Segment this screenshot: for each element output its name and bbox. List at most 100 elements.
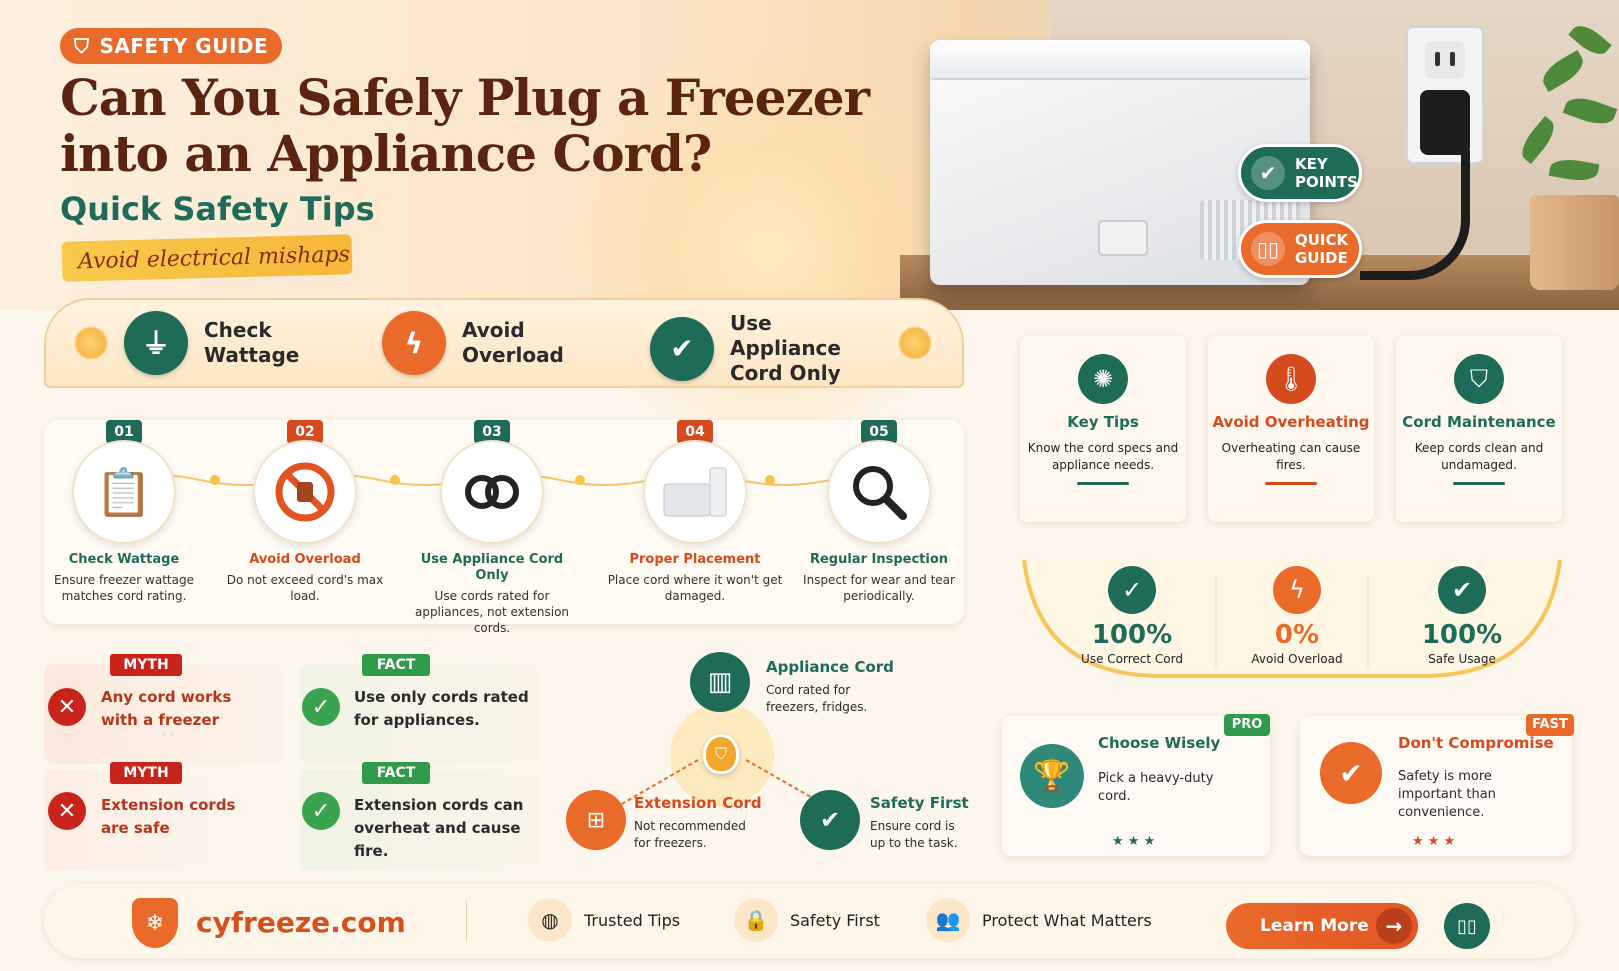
card-choose-wisely: PRO 🏆 Choose Wisely Pick a heavy-duty co… bbox=[1002, 714, 1270, 856]
shield-icon: ⛉ bbox=[703, 734, 739, 774]
page-subtitle: Quick Safety Tips bbox=[60, 190, 375, 228]
fact-card bbox=[300, 664, 540, 764]
quick-guide-button[interactable]: ▯▯ QUICK GUIDE bbox=[1238, 220, 1362, 278]
step-title: Use Appliance Cord Only bbox=[420, 552, 564, 583]
people-icon: 👥 bbox=[926, 898, 970, 942]
key-points-button[interactable]: ✔ KEY POINTS bbox=[1238, 144, 1362, 202]
appliance-cord-title: Appliance Cord bbox=[766, 658, 894, 676]
star-rating: ★ ★ ★ bbox=[1412, 834, 1456, 849]
step-number: 05 bbox=[861, 420, 897, 444]
card-title: Choose Wisely bbox=[1098, 734, 1221, 752]
step-desc: Inspect for wear and tear periodically. bbox=[803, 573, 955, 603]
book-icon[interactable]: ▯▯ bbox=[1444, 903, 1490, 949]
safety-first-title: Safety First bbox=[870, 794, 969, 812]
ribbon-item-label: Use Appliance Cord Only bbox=[730, 311, 841, 385]
arrow-right-icon: → bbox=[1376, 908, 1412, 944]
learn-more-button[interactable]: Learn More → bbox=[1226, 903, 1418, 949]
shield-check-icon: ✔ bbox=[1320, 742, 1382, 804]
step-2: 02 Avoid Overload Do not exceed cord's m… bbox=[216, 420, 394, 604]
extension-cord-title: Extension Cord bbox=[634, 794, 762, 812]
sun-icon bbox=[74, 326, 108, 360]
extension-cord-icon: ⊞ bbox=[566, 790, 626, 850]
myth-text: Extension cords are safe bbox=[101, 796, 236, 837]
refrigerator-icon: ▥ bbox=[690, 652, 750, 712]
footer-item-label: Safety First bbox=[790, 910, 880, 930]
card-dont-compromise: FAST ✔ Don't Compromise Safety is more i… bbox=[1300, 714, 1574, 856]
stat-label: Use Correct Cord bbox=[1081, 652, 1183, 666]
badge-label: SAFETY GUIDE bbox=[99, 34, 269, 58]
ribbon-item-label: Avoid Overload bbox=[462, 318, 564, 367]
step-3: 03 Use Appliance Cord Only Use cords rat… bbox=[403, 420, 581, 636]
freezer-icon bbox=[643, 440, 747, 544]
tip-desc: Keep cords clean and undamaged. bbox=[1414, 441, 1544, 472]
footer-item-trusted-tips: ◍ Trusted Tips bbox=[528, 898, 680, 942]
stat-value: 100% bbox=[1421, 620, 1503, 650]
card-desc: Safety is more important than convenienc… bbox=[1398, 769, 1496, 820]
step-desc: Place cord where it won't get damaged. bbox=[607, 573, 783, 603]
step-1: 01 📋 Check Wattage Ensure freezer wattag… bbox=[35, 420, 213, 604]
cord-icon bbox=[440, 440, 544, 544]
feature-ribbon bbox=[44, 298, 964, 388]
stat-label: Safe Usage bbox=[1428, 652, 1496, 666]
stat-value: 0% bbox=[1274, 620, 1320, 650]
footer-item-protect: 👥 Protect What Matters bbox=[926, 898, 1152, 942]
fast-tag: FAST bbox=[1526, 714, 1574, 736]
plant-pot bbox=[1530, 195, 1619, 290]
star-rating: ★ ★ ★ bbox=[1112, 834, 1156, 849]
trophy-icon: 🏆 bbox=[1020, 744, 1084, 808]
appliance-cord-desc: Cord rated for freezers, fridges. bbox=[766, 683, 868, 714]
extension-cord-desc: Not recommended for freezers. bbox=[634, 819, 746, 850]
lock-icon: 🔒 bbox=[734, 898, 778, 942]
checkmark-icon: ✓ bbox=[302, 688, 340, 726]
stat-avoid-overload: ϟ 0% Avoid Overload bbox=[1222, 566, 1372, 666]
shield-check-icon: ✔ bbox=[800, 790, 860, 850]
card-desc: Pick a heavy-duty cord. bbox=[1098, 771, 1214, 804]
magnifier-icon bbox=[827, 440, 931, 544]
key-points-label: KEY POINTS bbox=[1295, 155, 1358, 191]
fact-card bbox=[300, 770, 540, 870]
book-icon: ▯▯ bbox=[1251, 232, 1285, 266]
step-number: 03 bbox=[474, 420, 510, 444]
myth-card bbox=[44, 770, 284, 870]
fact-text: Extension cords can overheat and cause f… bbox=[354, 796, 524, 860]
safety-guide-badge: ⛉ SAFETY GUIDE bbox=[60, 28, 282, 64]
no-plug-icon bbox=[253, 440, 357, 544]
tip-bar bbox=[1453, 482, 1505, 485]
clipboard-icon: 📋 bbox=[72, 440, 176, 544]
divider bbox=[466, 900, 467, 942]
step-number: 01 bbox=[106, 420, 142, 444]
tip-desc: Overheating can cause fires. bbox=[1221, 441, 1361, 472]
checkmark-icon: ✓ bbox=[302, 792, 340, 830]
shield-icon: ⛉ bbox=[74, 34, 90, 58]
tip-card-key-tips: ✺ Key Tips Know the cord specs and appli… bbox=[1020, 336, 1186, 522]
tip-card-avoid-overheating: 🌡 Avoid Overheating Overheating can caus… bbox=[1208, 336, 1374, 522]
shield-check-icon: ✔ bbox=[1438, 566, 1486, 614]
fact-tag: FACT bbox=[362, 654, 430, 676]
stat-use-correct-cord: ✓ 100% Use Correct Cord bbox=[1057, 566, 1207, 666]
stats-arc bbox=[1022, 559, 1562, 678]
tagline-pill: Avoid electrical mishaps bbox=[61, 234, 353, 282]
power-cord bbox=[1360, 150, 1470, 280]
x-icon: ✕ bbox=[48, 688, 86, 726]
ribbon-item-check-wattage: ⏚ Check Wattage bbox=[124, 311, 324, 375]
tip-bar bbox=[1265, 482, 1317, 485]
thermometer-icon: 🌡 bbox=[1266, 354, 1316, 404]
shield-check-icon: ✔ bbox=[650, 316, 714, 381]
card-title: Don't Compromise bbox=[1398, 734, 1554, 752]
ribbon-item-use-appliance-cord: ✔ Use Appliance Cord Only bbox=[650, 311, 890, 386]
tip-title: Cord Maintenance bbox=[1402, 413, 1556, 431]
checkmark-icon: ✔ bbox=[1251, 156, 1285, 190]
plug-icon: ⏚ bbox=[124, 311, 188, 375]
tip-title: Key Tips bbox=[1067, 413, 1139, 431]
fact-text: Use only cords rated for appliances. bbox=[354, 688, 529, 729]
sun-glow bbox=[560, 40, 980, 460]
stat-safe-usage: ✔ 100% Safe Usage bbox=[1387, 566, 1537, 666]
lightbulb-icon: ✺ bbox=[1078, 354, 1128, 404]
shield-bolt-icon: ϟ bbox=[382, 311, 446, 375]
quick-guide-label: QUICK GUIDE bbox=[1295, 231, 1349, 267]
footer-item-label: Protect What Matters bbox=[982, 910, 1152, 930]
ribbon-item-avoid-overload: ϟ Avoid Overload bbox=[382, 311, 582, 375]
stat-label: Avoid Overload bbox=[1251, 652, 1343, 666]
safety-first-desc: Ensure cord is up to the task. bbox=[870, 819, 958, 850]
brand-name: cyfreeze.com bbox=[196, 906, 406, 939]
